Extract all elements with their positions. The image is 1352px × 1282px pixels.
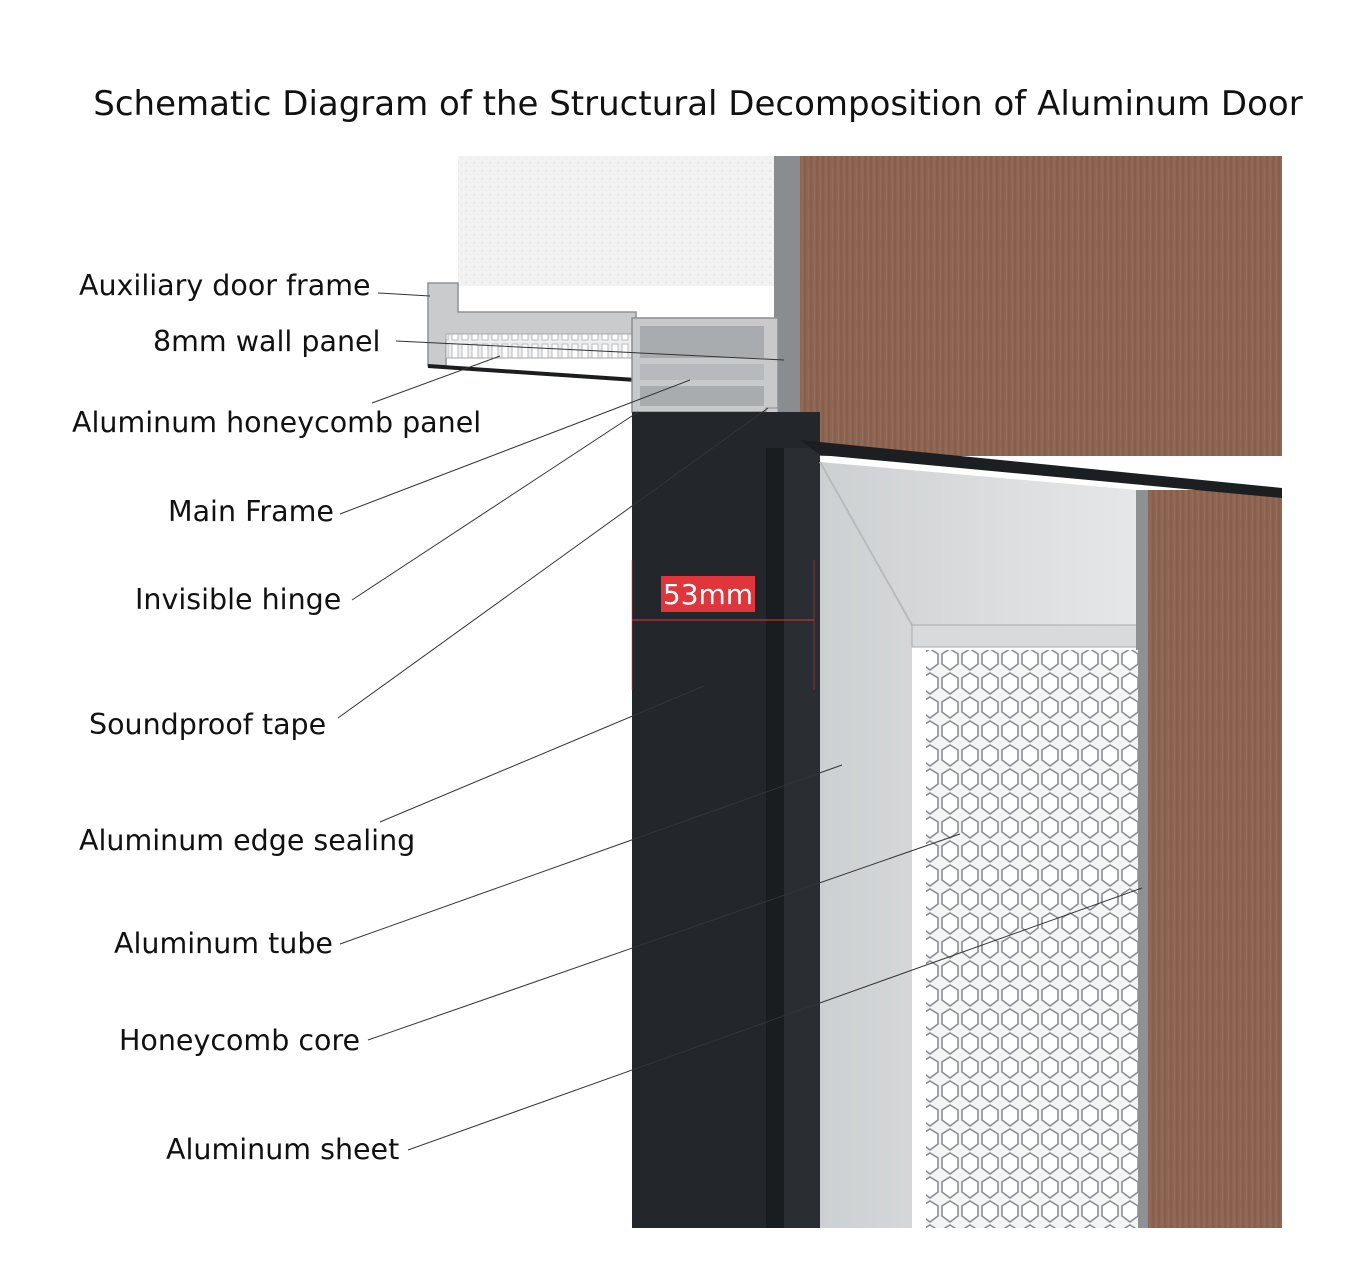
- aluminum-edge-sealing-panel: [820, 462, 1138, 1228]
- wall-panel-cells: [445, 333, 633, 359]
- callout-8mm-wall-panel: 8mm wall panel: [153, 325, 381, 358]
- diagram-title: Schematic Diagram of the Structural Deco…: [93, 84, 1303, 124]
- aluminum-tube-inner: [911, 624, 1139, 648]
- callout-honeycomb-core: Honeycomb core: [119, 1024, 361, 1057]
- callout-aluminum-honeycomb-panel: Aluminum honeycomb panel: [72, 406, 482, 439]
- white-wall: [458, 156, 776, 286]
- wood-cladding-upper: [800, 156, 1282, 456]
- callout-main-frame: Main Frame: [168, 495, 334, 528]
- callout-aluminum-tube: Aluminum tube: [114, 927, 333, 960]
- callout-auxiliary-door-frame: Auxiliary door frame: [79, 269, 371, 302]
- callout-aluminum-sheet: Aluminum sheet: [166, 1133, 400, 1166]
- dimension-label-53mm: 53mm: [661, 576, 755, 612]
- top-reveal-shadow: [800, 440, 1282, 498]
- honeycomb-core-area: [926, 650, 1138, 1228]
- callout-aluminum-edge-sealing: Aluminum edge sealing: [79, 824, 416, 857]
- wood-cladding-right: [1148, 490, 1282, 1228]
- callout-soundproof-tape: Soundproof tape: [89, 708, 327, 741]
- wall-panel-lower-edge: [427, 364, 637, 382]
- callout-invisible-hinge: Invisible hinge: [135, 583, 342, 616]
